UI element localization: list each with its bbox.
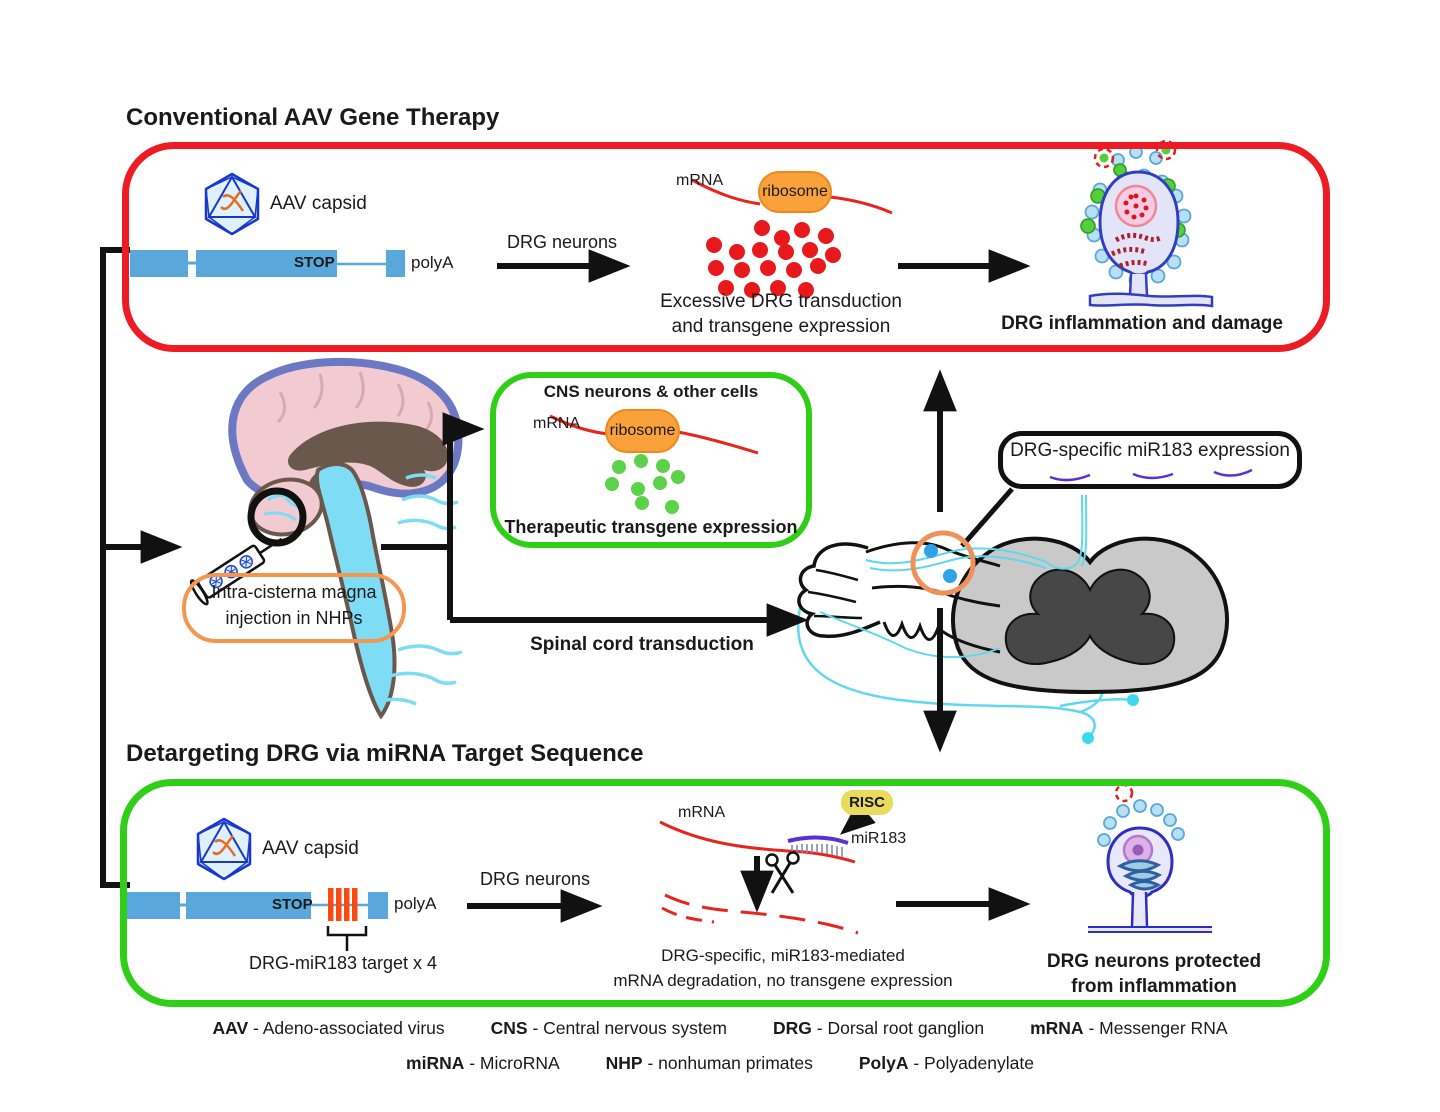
legend-item-nhp: NHP - nonhuman primates xyxy=(605,1053,813,1073)
mrna-strand xyxy=(691,178,893,215)
mir183-label: miR183 xyxy=(851,830,907,847)
degradation-caption-line1: DRG-specific, miR183-mediated xyxy=(661,946,905,965)
inflammation-result-label: DRG inflammation and damage xyxy=(1001,313,1283,334)
mirna-squiggles xyxy=(1049,468,1253,482)
gene-construct-top xyxy=(130,250,405,277)
cns-panel-title: CNS neurons & other cells xyxy=(543,382,759,401)
excessive-caption-line1: Excessive DRG transduction xyxy=(660,291,902,312)
injection-label-line2: injection in NHPs xyxy=(225,608,363,628)
risc-label: RISC xyxy=(849,794,885,811)
organelles xyxy=(1116,859,1163,891)
aav-capsid-label-top: AAV capsid xyxy=(270,193,367,214)
stop-label-bottom: STOP xyxy=(272,896,313,913)
protected-result-line1: DRG neurons protected xyxy=(1046,951,1262,972)
brain-illustration xyxy=(228,357,463,720)
top-section-title: Conventional AAV Gene Therapy xyxy=(126,104,500,131)
mir-target-bar xyxy=(336,888,342,921)
mir-target-bar xyxy=(352,888,358,921)
scissors-icon xyxy=(765,851,800,894)
cns-expression-graphics xyxy=(549,414,759,514)
legend-item-mrna: mRNA - Messenger RNA xyxy=(1030,1018,1228,1038)
mir-target-bar xyxy=(328,888,334,921)
stop-label-top: STOP xyxy=(294,254,335,271)
mrna-strand xyxy=(549,414,759,455)
silencing-graphics xyxy=(659,820,859,935)
polya-label-bottom: polyA xyxy=(394,894,437,913)
drg-neurons-label-bottom: DRG neurons xyxy=(480,869,591,889)
mrna-label-bottom: mRNA xyxy=(678,804,726,821)
degraded-mrna xyxy=(661,906,715,924)
legend-item-drg: DRG - Dorsal root ganglion xyxy=(773,1018,985,1038)
mir-target-bracket xyxy=(326,926,368,951)
injection-label-line1: Intra-cisterna magna xyxy=(211,582,377,602)
legend-item-cns: CNS - Central nervous system xyxy=(490,1018,727,1038)
bottom-section-title: Detargeting DRG via miRNA Target Sequenc… xyxy=(126,740,644,767)
mrna-label-cns: mRNA xyxy=(533,415,581,432)
protected-result-line2: from inflammation xyxy=(1071,976,1237,997)
damaged-neuron-illustration xyxy=(1080,139,1214,308)
risc-badge: RISC xyxy=(841,790,893,815)
gene-construct-bottom xyxy=(126,888,388,951)
ribosome-cns: ribosome xyxy=(605,409,680,453)
drg-highlight-circle xyxy=(910,530,976,596)
polya-label-top: polyA xyxy=(411,253,454,272)
legend-row-1: AAV - Adeno-associated virus CNS - Centr… xyxy=(0,1018,1440,1039)
injection-label-box xyxy=(182,573,406,643)
therapeutic-protein-dots xyxy=(605,454,685,514)
legend-row-2: miRNA - MicroRNA NHP - nonhuman primates… xyxy=(0,1053,1440,1074)
legend-item-mirna: miRNA - MicroRNA xyxy=(406,1053,560,1073)
mir-target-bracket-label: DRG-miR183 target x 4 xyxy=(248,953,438,973)
mrna-label-top: mRNA xyxy=(676,172,724,189)
degradation-caption-line2: mRNA degradation, no transgene expressio… xyxy=(613,971,953,990)
arrows xyxy=(100,247,1031,923)
cns-expression-panel xyxy=(490,372,812,548)
spinal-cord-illustration xyxy=(796,487,1229,744)
mrna-strand xyxy=(659,820,856,864)
mir183-strand xyxy=(787,835,849,845)
aav-capsid-label-bottom: AAV capsid xyxy=(262,838,359,859)
construct-bracket xyxy=(100,247,130,888)
resting-cells-blue xyxy=(1097,799,1185,847)
legend-item-aav: AAV - Adeno-associated virus xyxy=(212,1018,445,1038)
detargeting-panel xyxy=(120,779,1330,1007)
degraded-mrna xyxy=(664,893,859,935)
drg-neurons-label-top: DRG neurons xyxy=(507,232,618,252)
excessive-caption-line2: and transgene expression xyxy=(671,316,891,337)
mir-expression-label: DRG-specific miR183 expression xyxy=(1010,440,1290,461)
duplex-hatches xyxy=(791,844,843,857)
legend-item-polya: PolyA - Polyadenylate xyxy=(858,1053,1034,1073)
spinal-arrow-label: Spinal cord transduction xyxy=(530,634,754,655)
excess-protein-dots xyxy=(706,220,841,298)
ribosome-label: ribosome xyxy=(762,183,828,200)
mir-target-bar xyxy=(344,888,350,921)
mir-expression-box xyxy=(998,431,1302,489)
damaged-mitochondria xyxy=(1110,232,1162,269)
mir-box-pointer-line xyxy=(960,487,1014,548)
cns-caption: Therapeutic transgene expression xyxy=(504,517,798,537)
nucleus-damage-dots xyxy=(1123,193,1149,220)
conventional-therapy-panel xyxy=(122,142,1330,352)
ribosome-label: ribosome xyxy=(609,422,676,439)
ribosome-top: ribosome xyxy=(758,171,832,213)
top-expression-graphics xyxy=(691,178,893,298)
